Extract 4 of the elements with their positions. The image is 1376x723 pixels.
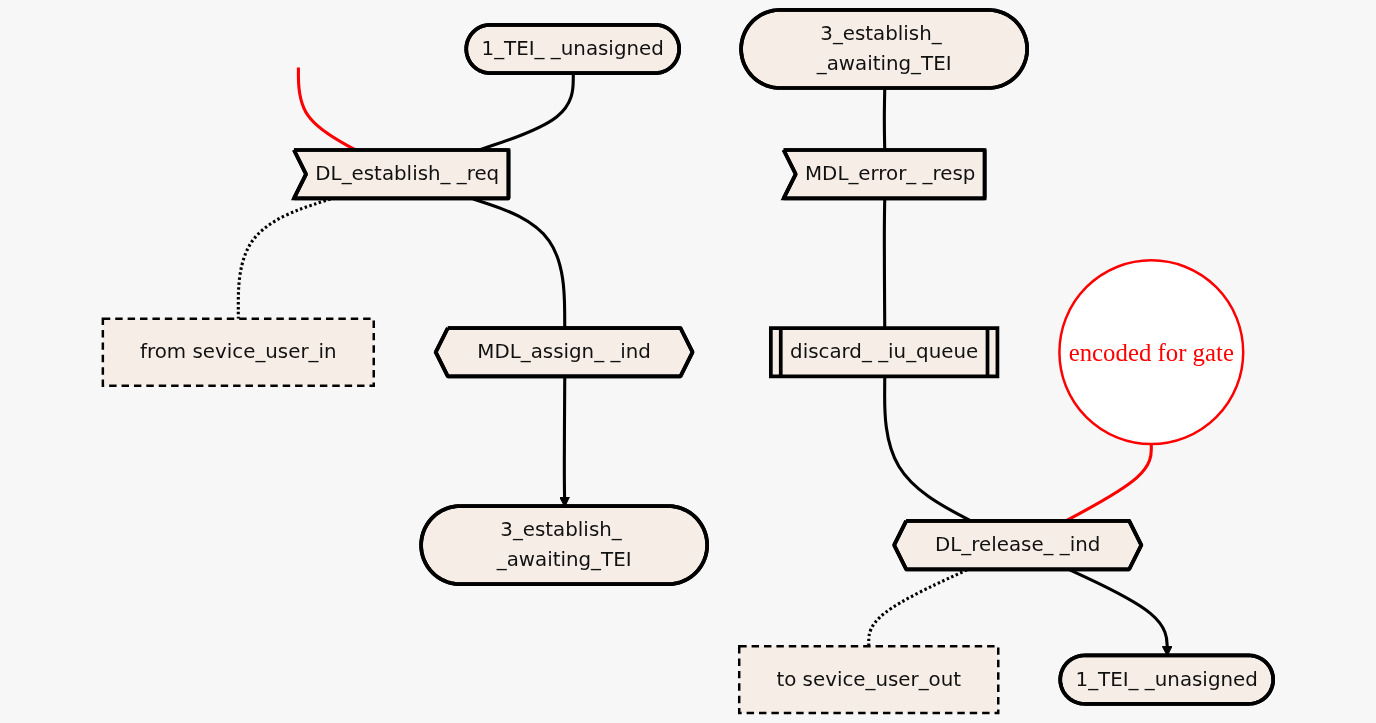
node-circle: encoded for gate [1058, 259, 1245, 446]
node-box: to sevice_user_out [737, 644, 1000, 715]
node-box: from sevice_user_in [101, 317, 375, 387]
connector [882, 88, 887, 151]
